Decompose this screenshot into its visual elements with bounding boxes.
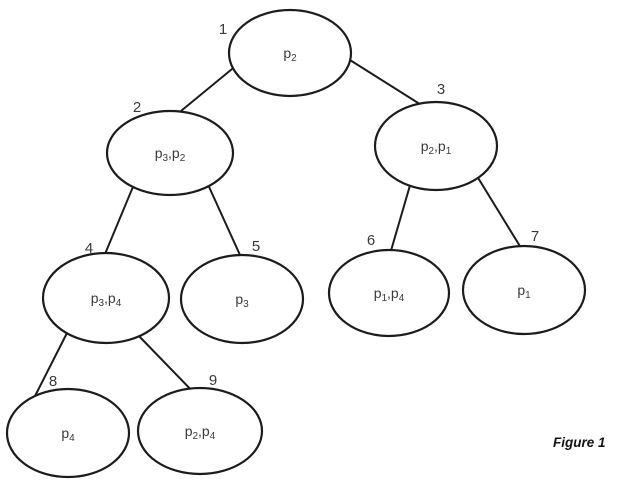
node-8-ellipse: [5, 387, 131, 479]
node-7-ellipse: [461, 244, 587, 336]
node-3-number: 3: [437, 81, 445, 98]
node-4-ellipse: [41, 251, 171, 345]
node-2-number: 2: [133, 99, 141, 116]
node-9-ellipse: [136, 386, 264, 476]
node-8-number: 8: [49, 373, 57, 390]
node-5-label: p3: [235, 291, 249, 310]
edge-2-5: [204, 177, 246, 267]
node-9-label: p2,p4: [185, 423, 216, 442]
edge-4-8: [31, 332, 68, 403]
figure-caption: Figure 1: [553, 435, 606, 450]
node-9-number: 9: [209, 372, 217, 389]
node-3-ellipse: [373, 100, 499, 192]
node-2-label: p3,p2: [155, 145, 186, 164]
node-4-number: 4: [85, 240, 93, 257]
node-8-label: p4: [61, 425, 75, 444]
node-1-label: p2: [283, 45, 297, 64]
edge-1-2: [169, 59, 244, 121]
node-3-label: p2,p1: [421, 138, 452, 157]
node-7-label: p1: [517, 282, 531, 301]
node-5-ellipse: [179, 253, 305, 345]
edge-3-6: [387, 174, 414, 262]
node-1-number: 1: [219, 21, 227, 38]
node-1-ellipse: [227, 8, 353, 98]
node-6-number: 6: [367, 232, 375, 249]
node-4-label: p3,p4: [91, 290, 122, 309]
node-6-ellipse: [327, 248, 451, 338]
node-5-number: 5: [252, 238, 260, 255]
edge-3-7: [471, 167, 527, 257]
node-6-label: p1,p4: [374, 285, 405, 304]
node-7-number: 7: [531, 228, 539, 245]
node-2-ellipse: [105, 109, 235, 197]
